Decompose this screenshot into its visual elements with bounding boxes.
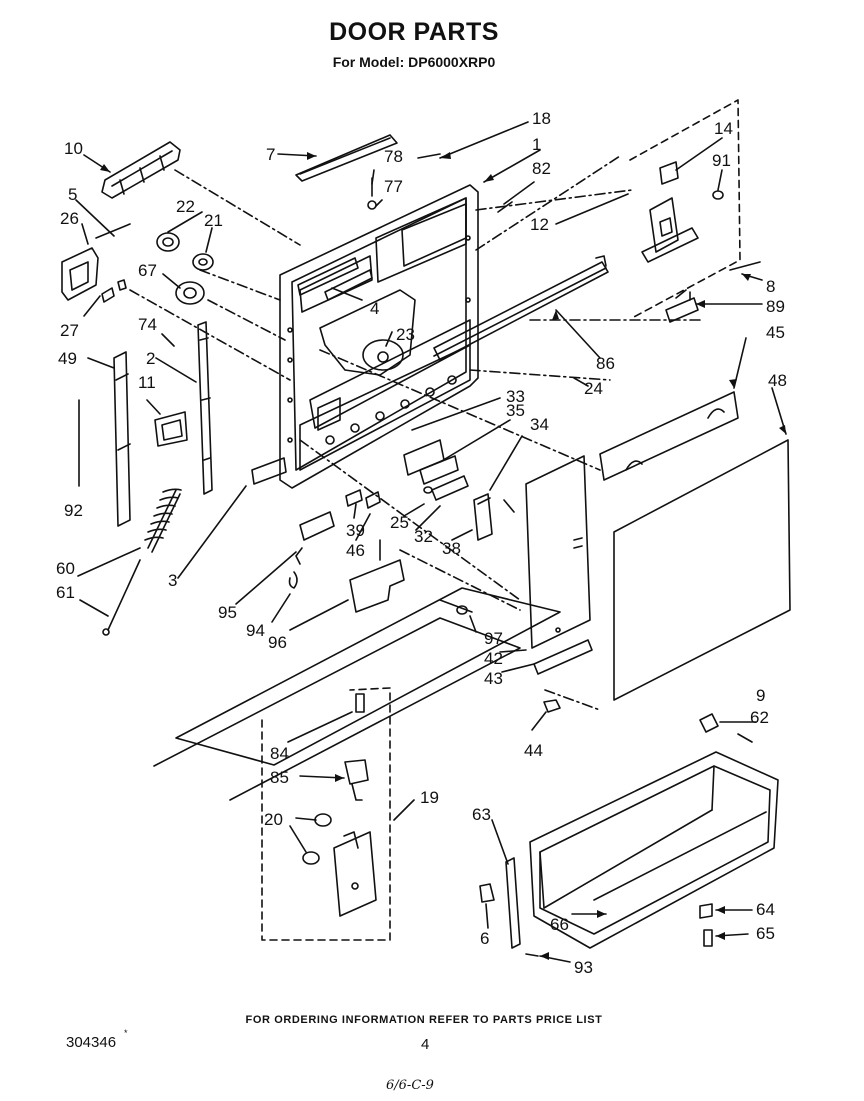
callout-92: 92 xyxy=(64,501,83,520)
callout-78: 78 xyxy=(384,147,403,166)
callout-86: 86 xyxy=(596,354,615,373)
hinge-arm xyxy=(197,321,213,495)
callout-60: 60 xyxy=(56,559,75,578)
callout-39: 39 xyxy=(346,521,365,540)
callout-5: 5 xyxy=(68,185,77,204)
callout-12: 12 xyxy=(530,215,549,234)
trim-strip xyxy=(599,391,739,481)
document-number: 304346 xyxy=(66,1034,117,1051)
callout-84: 84 xyxy=(270,744,289,763)
callout-46: 46 xyxy=(346,541,365,560)
document-mark: * xyxy=(124,1028,128,1038)
callout-85: 85 xyxy=(270,768,289,787)
callout-7: 7 xyxy=(266,145,275,164)
callout-96: 96 xyxy=(268,633,287,652)
callout-66: 66 xyxy=(550,915,569,934)
callout-11: 11 xyxy=(138,373,156,392)
callout-26: 26 xyxy=(60,209,79,228)
page-number: 4 xyxy=(421,1036,430,1053)
callout-2: 2 xyxy=(146,349,155,368)
callout-82: 82 xyxy=(532,159,551,178)
inner-door-panel xyxy=(279,184,479,489)
callout-44: 44 xyxy=(524,741,543,760)
latch-bracket xyxy=(61,247,99,301)
callout-48: 48 xyxy=(768,371,787,390)
side-panel xyxy=(525,455,591,649)
model-subtitle: For Model: DP6000XRP0 xyxy=(332,54,496,70)
callout-9: 9 xyxy=(756,686,765,705)
callout-42: 42 xyxy=(484,649,503,668)
side-strip xyxy=(113,351,131,527)
door-handle xyxy=(101,141,181,199)
callout-10: 10 xyxy=(64,139,83,158)
callout-61: 61 xyxy=(56,583,75,602)
callout-33: 33 xyxy=(506,387,525,406)
ordering-note: FOR ORDERING INFORMATION REFER TO PARTS … xyxy=(245,1014,603,1026)
callout-63: 63 xyxy=(472,805,491,824)
callout-34: 34 xyxy=(530,415,549,434)
callout-25: 25 xyxy=(390,513,409,532)
callout-62: 62 xyxy=(750,708,769,727)
callout-74: 74 xyxy=(138,315,157,334)
callout-77: 77 xyxy=(384,177,403,196)
callout-21: 21 xyxy=(204,211,223,230)
callout-24: 24 xyxy=(584,379,603,398)
callout-14: 14 xyxy=(714,119,733,138)
callout-8: 8 xyxy=(766,277,775,296)
handwritten-note: 6/6-C-9 xyxy=(386,1078,434,1093)
upper-rail xyxy=(433,261,609,361)
callout-91: 91 xyxy=(712,151,731,170)
callout-4: 4 xyxy=(370,299,379,318)
callout-19: 19 xyxy=(420,788,439,807)
callout-23: 23 xyxy=(396,325,415,344)
callout-64: 64 xyxy=(756,900,775,919)
callout-97: 97 xyxy=(484,629,503,648)
callout-22: 22 xyxy=(176,197,195,216)
callout-32: 32 xyxy=(414,527,433,546)
callout-89: 89 xyxy=(766,297,785,316)
callout-49: 49 xyxy=(58,349,77,368)
callout-67: 67 xyxy=(138,261,157,280)
callout-38: 38 xyxy=(442,539,461,558)
callout-94: 94 xyxy=(246,621,265,640)
callout-18: 18 xyxy=(532,109,551,128)
callout-45: 45 xyxy=(766,323,785,342)
callout-27: 27 xyxy=(60,321,79,340)
callout-93: 93 xyxy=(574,958,593,977)
front-panel xyxy=(613,439,791,701)
callout-95: 95 xyxy=(218,603,237,622)
callout-3: 3 xyxy=(168,571,177,590)
callout-65: 65 xyxy=(756,924,775,943)
top-cap xyxy=(295,134,398,182)
callout-6: 6 xyxy=(480,929,489,948)
callout-20: 20 xyxy=(264,810,283,829)
callout-35: 35 xyxy=(506,401,525,420)
page-title: DOOR PARTS xyxy=(329,18,499,46)
callout-43: 43 xyxy=(484,669,503,688)
callout-1: 1 xyxy=(532,135,541,154)
